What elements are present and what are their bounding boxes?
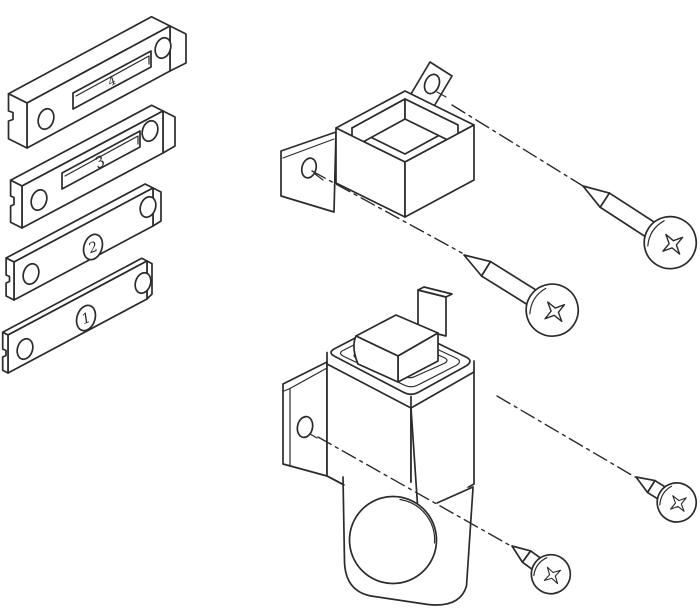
box-bottom-edge: [436, 486, 474, 504]
mounting-hole: [134, 271, 152, 295]
tongue-fin-top: [417, 286, 453, 298]
shim-plate-4: 4: [7, 15, 187, 149]
ear-screw-hole: [300, 157, 318, 179]
latch-body: [282, 286, 475, 606]
assembly-axis-keeper-right: [451, 104, 584, 187]
screw-short-upper: [626, 460, 700, 529]
hole-leader-tick: [309, 433, 318, 439]
plate-left-end-face: [1, 331, 9, 374]
box-bottom-edge: [326, 475, 345, 486]
mounting-hole: [141, 119, 159, 143]
plate-right-end-face: [169, 25, 187, 72]
hole-leader-tick: [314, 173, 324, 181]
center-hole: [75, 304, 97, 332]
roller-bore: [348, 495, 438, 585]
mounting-hole: [139, 195, 157, 219]
screw-long-right: [569, 164, 700, 278]
mounting-hole: [37, 107, 55, 131]
screw-short-lower: [501, 530, 579, 601]
center-hole: [82, 233, 104, 261]
roller-housing-outline: [342, 476, 474, 606]
assembly-axis-latch-front: [317, 436, 512, 547]
ear-screw-hole: [423, 73, 441, 95]
plate-left-end-face: [9, 179, 23, 229]
keeper-bracket: [280, 61, 475, 218]
plate-right-end-face: [162, 110, 176, 154]
shim-plate-1: 1: [1, 257, 153, 374]
plate-left-end-face: [5, 257, 15, 301]
mounting-hole: [16, 337, 34, 361]
flange-screw-hole: [296, 415, 314, 439]
screw-long-middle: [450, 233, 588, 346]
assembly-axis-keeper-left: [311, 170, 463, 254]
box-front-corner-edge: [410, 407, 419, 513]
mounting-hole: [154, 36, 172, 60]
latch-box-right-face: [410, 371, 475, 521]
ear-thickness-edge: [282, 138, 335, 159]
shim-plate-2: 2: [5, 183, 162, 301]
bore-inner-wall-arc: [399, 498, 436, 544]
tongue-wedge-left: [353, 335, 399, 383]
catch-tongue: [353, 286, 453, 383]
slot-inner-edge: [75, 55, 150, 97]
plate-left-end-face: [7, 92, 28, 149]
mounting-hole: [22, 262, 40, 286]
assembly-axis-latch-rear: [496, 395, 636, 478]
keeper-front-right-face: [404, 124, 475, 218]
hole-leader-tick: [436, 91, 447, 98]
slot-inner-edge: [64, 135, 139, 177]
mounting-hole: [30, 188, 48, 212]
shim-plate-3: 3: [9, 104, 176, 229]
